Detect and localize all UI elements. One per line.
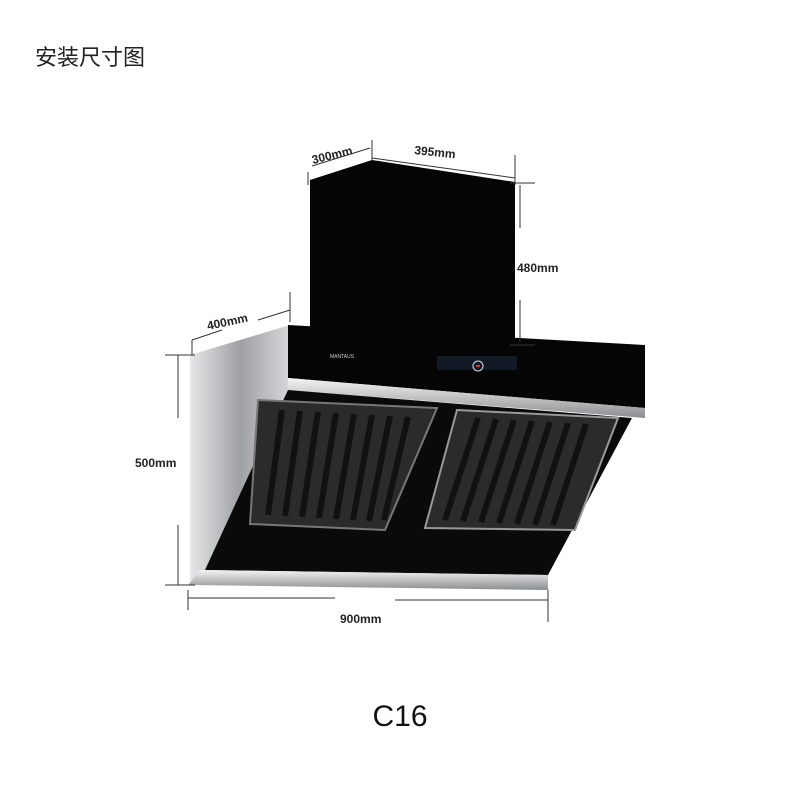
steel-trim: [288, 378, 645, 418]
chimney: [310, 160, 515, 345]
chimney-height-label: 480mm: [517, 261, 558, 275]
touch-display: [437, 356, 517, 372]
dimension-lines: [165, 140, 549, 622]
bottom-trim: [188, 570, 548, 590]
left-filter: [248, 398, 439, 532]
model-name: C16: [372, 700, 428, 733]
hood-height-label: 500mm: [135, 456, 176, 470]
chimney-width-label: 395mm: [414, 143, 457, 161]
hood-width-label: 900mm: [340, 612, 381, 626]
brand-logo: MANTAUS: [330, 354, 355, 360]
page-title: 安装尺寸图: [35, 46, 146, 71]
chimney-depth-label: 300mm: [310, 143, 354, 167]
side-panel: [190, 325, 290, 585]
right-filter: [423, 408, 620, 532]
hood-depth-label: 400mm: [206, 311, 249, 333]
